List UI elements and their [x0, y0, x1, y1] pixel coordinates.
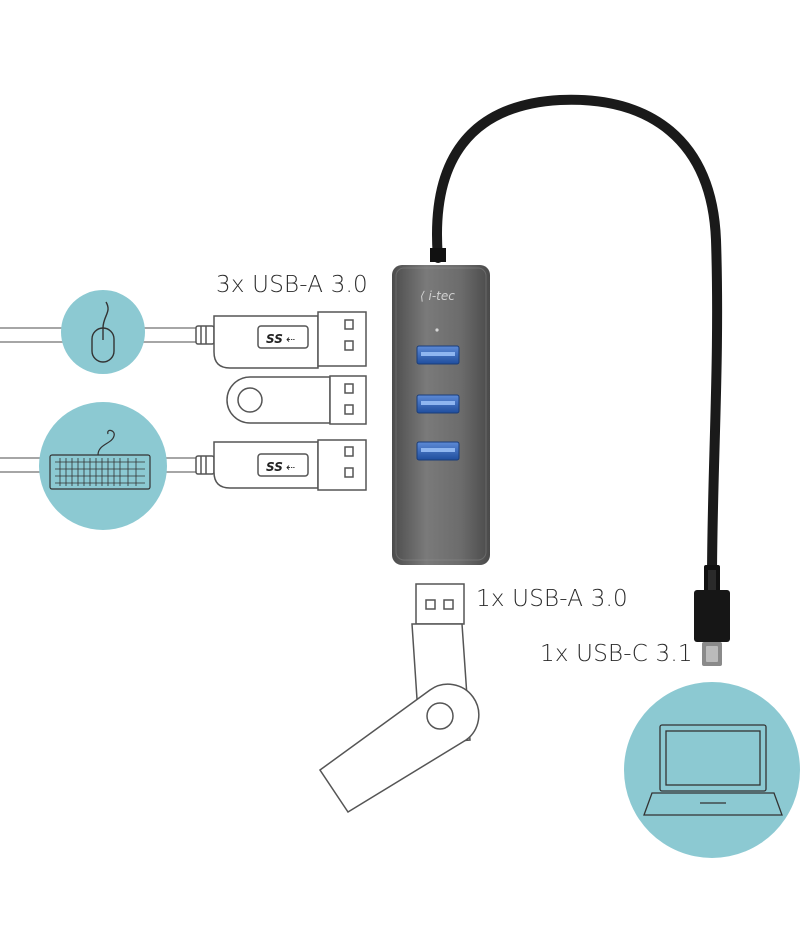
usb-hub: ⟨ i-tec	[392, 265, 490, 565]
laptop-circle	[624, 682, 800, 858]
laptop-icon	[643, 724, 783, 816]
hub-brand-logo: ⟨ i-tec	[420, 289, 455, 303]
usb-a-3x-label: 3x USB-A 3.0	[216, 272, 368, 298]
usb-a-plug: SS ⇠	[195, 311, 367, 369]
usb-a-1x-label: 1x USB-A 3.0	[476, 586, 628, 612]
superspeed-logo: SS	[266, 460, 283, 474]
keyboard-circle	[39, 402, 167, 530]
usb-flash-drive-icon	[318, 583, 480, 814]
superspeed-logo: SS	[266, 332, 283, 346]
mouse-icon	[91, 301, 115, 363]
usb-a-plug: SS ⇠	[195, 439, 367, 491]
usb-c-label: 1x USB-C 3.1	[540, 641, 693, 667]
svg-text:⇠: ⇠	[286, 461, 295, 474]
usb-c-plug-icon	[694, 565, 730, 666]
hub-usb-a-port[interactable]	[416, 394, 460, 414]
svg-text:⇠: ⇠	[286, 333, 295, 346]
usb-c-cable	[430, 94, 723, 585]
hub-usb-a-port[interactable]	[416, 345, 460, 365]
keyboard-icon	[49, 429, 151, 490]
usb-flash-drive-icon	[226, 375, 367, 425]
hub-usb-a-port[interactable]	[416, 441, 460, 461]
